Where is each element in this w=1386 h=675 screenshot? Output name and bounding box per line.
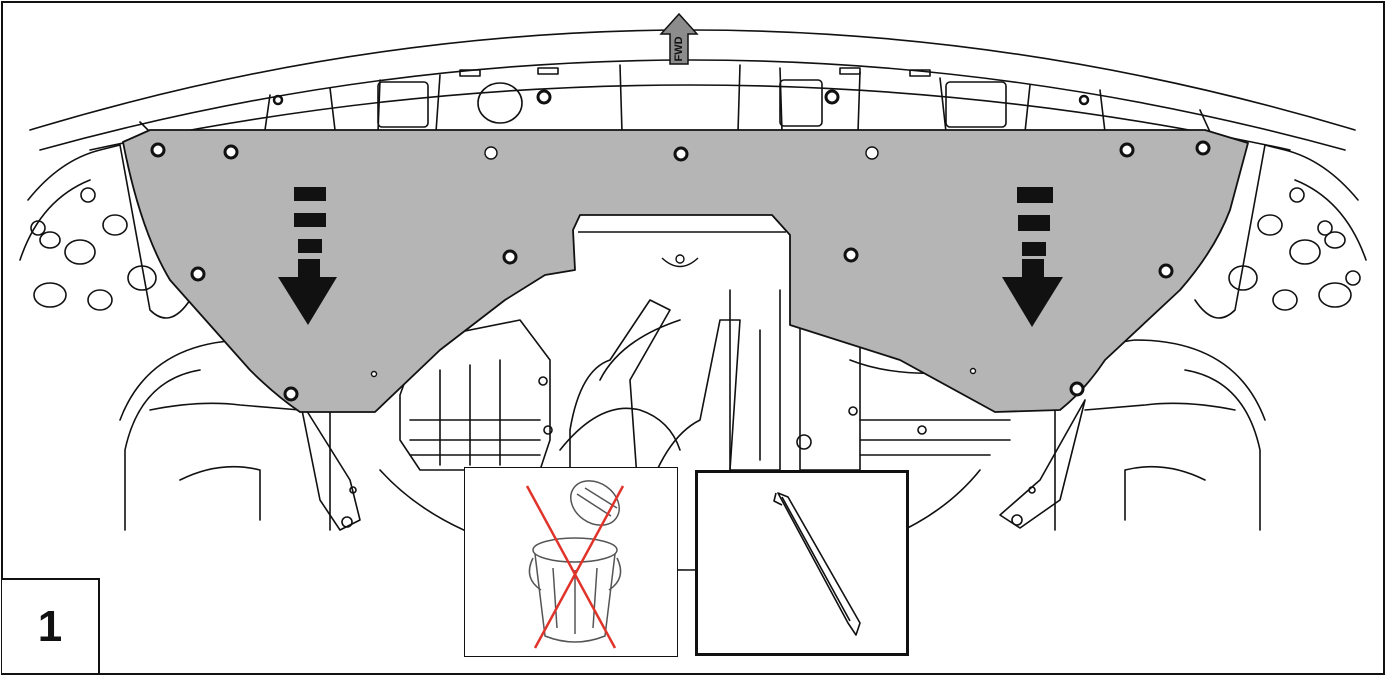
fastener bbox=[1195, 140, 1211, 156]
fastener bbox=[190, 266, 206, 282]
bumper-ribs bbox=[139, 64, 1211, 133]
fastener bbox=[502, 249, 518, 265]
removal-direction-arrow-left bbox=[278, 187, 337, 325]
cross-out-mark bbox=[525, 485, 625, 649]
fastener bbox=[223, 144, 239, 160]
bumper-outer-edge bbox=[29, 29, 1356, 131]
splash-shield-panel bbox=[122, 129, 1249, 413]
fastener bbox=[1069, 381, 1085, 397]
fwd-arrow: FWD bbox=[659, 12, 699, 65]
right-wheel-arch bbox=[999, 144, 1367, 531]
trim-removal-tool-icon bbox=[773, 492, 861, 636]
fwd-label: FWD bbox=[673, 36, 685, 61]
trim-tool-inset bbox=[695, 470, 909, 656]
fastener bbox=[673, 146, 689, 162]
fastener-small bbox=[484, 146, 498, 160]
step-number: 1 bbox=[37, 601, 63, 651]
fastener bbox=[1158, 263, 1174, 279]
fastener-small bbox=[865, 146, 879, 160]
bumper-inner-edge bbox=[39, 59, 1346, 151]
do-not-discard-icon bbox=[525, 480, 625, 649]
fastener bbox=[150, 142, 166, 158]
panel-fasteners bbox=[150, 140, 1211, 402]
fastener bbox=[283, 386, 299, 402]
step-number-box: 1 bbox=[2, 578, 100, 673]
left-wheel-arch bbox=[19, 144, 361, 531]
removal-direction-arrow-right bbox=[1002, 187, 1063, 327]
do-not-discard-inset bbox=[464, 467, 678, 657]
fastener bbox=[1119, 142, 1135, 158]
fastener bbox=[843, 247, 859, 263]
